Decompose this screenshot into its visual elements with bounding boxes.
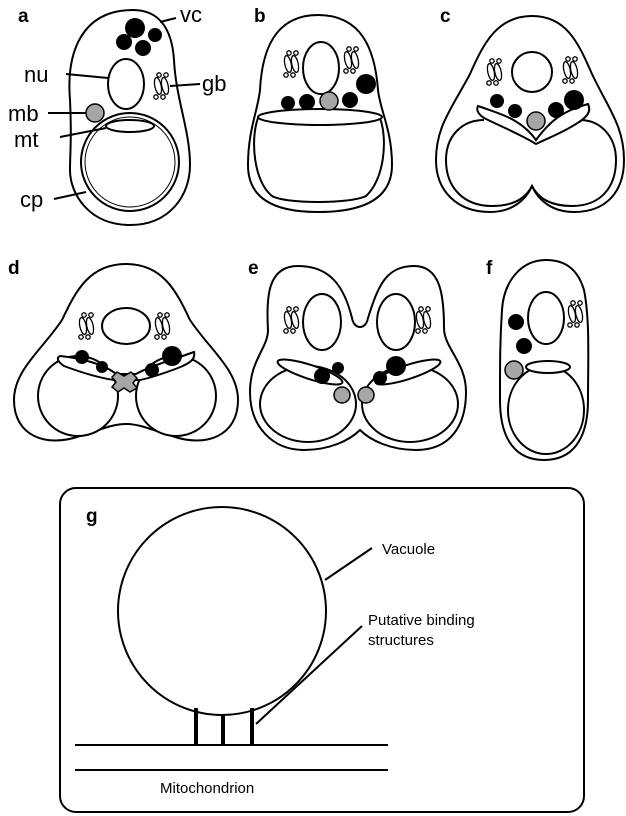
microtubule-band-a xyxy=(106,120,154,132)
microbody-a xyxy=(86,104,104,122)
nucleus-e-left xyxy=(303,294,341,350)
panel-e: e xyxy=(248,258,466,450)
nucleus-e-right xyxy=(377,294,415,350)
panel-label-f: f xyxy=(486,258,493,279)
mitochondrion-label: Mitochondrion xyxy=(160,780,254,797)
panel-f: f xyxy=(486,258,588,460)
chloroplast-b xyxy=(254,118,384,202)
nucleus-f xyxy=(528,292,564,344)
vacuole-c-2 xyxy=(508,104,522,118)
vacuole-c-1 xyxy=(490,94,504,108)
vacuole-b-3 xyxy=(342,92,358,108)
label-mt: mt xyxy=(14,127,38,152)
panel-label-d: d xyxy=(8,258,20,279)
panel-a: a vc nu gb mb mt cp xyxy=(8,2,226,225)
vacuole-c-3 xyxy=(548,102,564,118)
vacuole-d-3 xyxy=(145,363,159,377)
label-gb: gb xyxy=(202,71,226,96)
vacuole-a-3 xyxy=(135,40,151,56)
panel-c: c xyxy=(436,6,624,212)
vacuole-a-2 xyxy=(116,34,132,50)
microbody-e-left xyxy=(334,387,350,403)
vacuole-e-4 xyxy=(386,356,406,376)
vacuole-g xyxy=(118,507,326,715)
label-vc: vc xyxy=(180,2,202,27)
chloroplast-f xyxy=(508,366,584,454)
microbody-c xyxy=(527,112,545,130)
microbody-b xyxy=(320,92,338,110)
vacuole-d-1 xyxy=(75,350,89,364)
label-nu: nu xyxy=(24,62,48,87)
nucleus-a xyxy=(108,59,144,109)
vacuole-d-4 xyxy=(162,346,182,366)
vacuole-a-1 xyxy=(125,18,145,38)
nucleus-b xyxy=(303,42,339,94)
microtubule-band-f xyxy=(526,361,570,373)
panel-label-b: b xyxy=(254,6,266,27)
vacuole-f-1 xyxy=(508,314,524,330)
vacuole-e-3 xyxy=(373,371,387,385)
nucleus-d xyxy=(102,308,150,344)
label-cp: cp xyxy=(20,187,43,212)
microbody-e-right xyxy=(358,387,374,403)
vacuole-e-1 xyxy=(314,368,330,384)
panel-d: d xyxy=(8,258,238,441)
vacuole-f-2 xyxy=(516,338,532,354)
vacuole-a-4 xyxy=(148,28,162,42)
vacuole-b-1 xyxy=(281,96,295,110)
binding-label-line2: structures xyxy=(368,632,434,649)
microbody-f xyxy=(505,361,523,379)
nucleus-c xyxy=(512,52,552,92)
panel-label-c: c xyxy=(440,6,451,27)
vacuole-d-2 xyxy=(96,361,108,373)
microbody-d xyxy=(112,372,137,392)
label-mb: mb xyxy=(8,101,39,126)
vacuole-c-4 xyxy=(564,90,584,110)
vacuole-b-2 xyxy=(299,94,315,110)
vacuole-b-4 xyxy=(356,74,376,94)
microtubule-band-b xyxy=(258,109,382,125)
binding-label-line1: Putative binding xyxy=(368,612,475,629)
panel-label-e: e xyxy=(248,258,259,279)
vacuole-e-2 xyxy=(332,362,344,374)
vacuole-label: Vacuole xyxy=(382,541,435,558)
leader-vc xyxy=(160,18,176,22)
panel-label-g: g xyxy=(86,506,98,527)
panel-b: b xyxy=(248,6,392,212)
panel-g: g Vacuole Putative binding structures Mi… xyxy=(60,488,584,812)
panel-label-a: a xyxy=(18,6,29,27)
